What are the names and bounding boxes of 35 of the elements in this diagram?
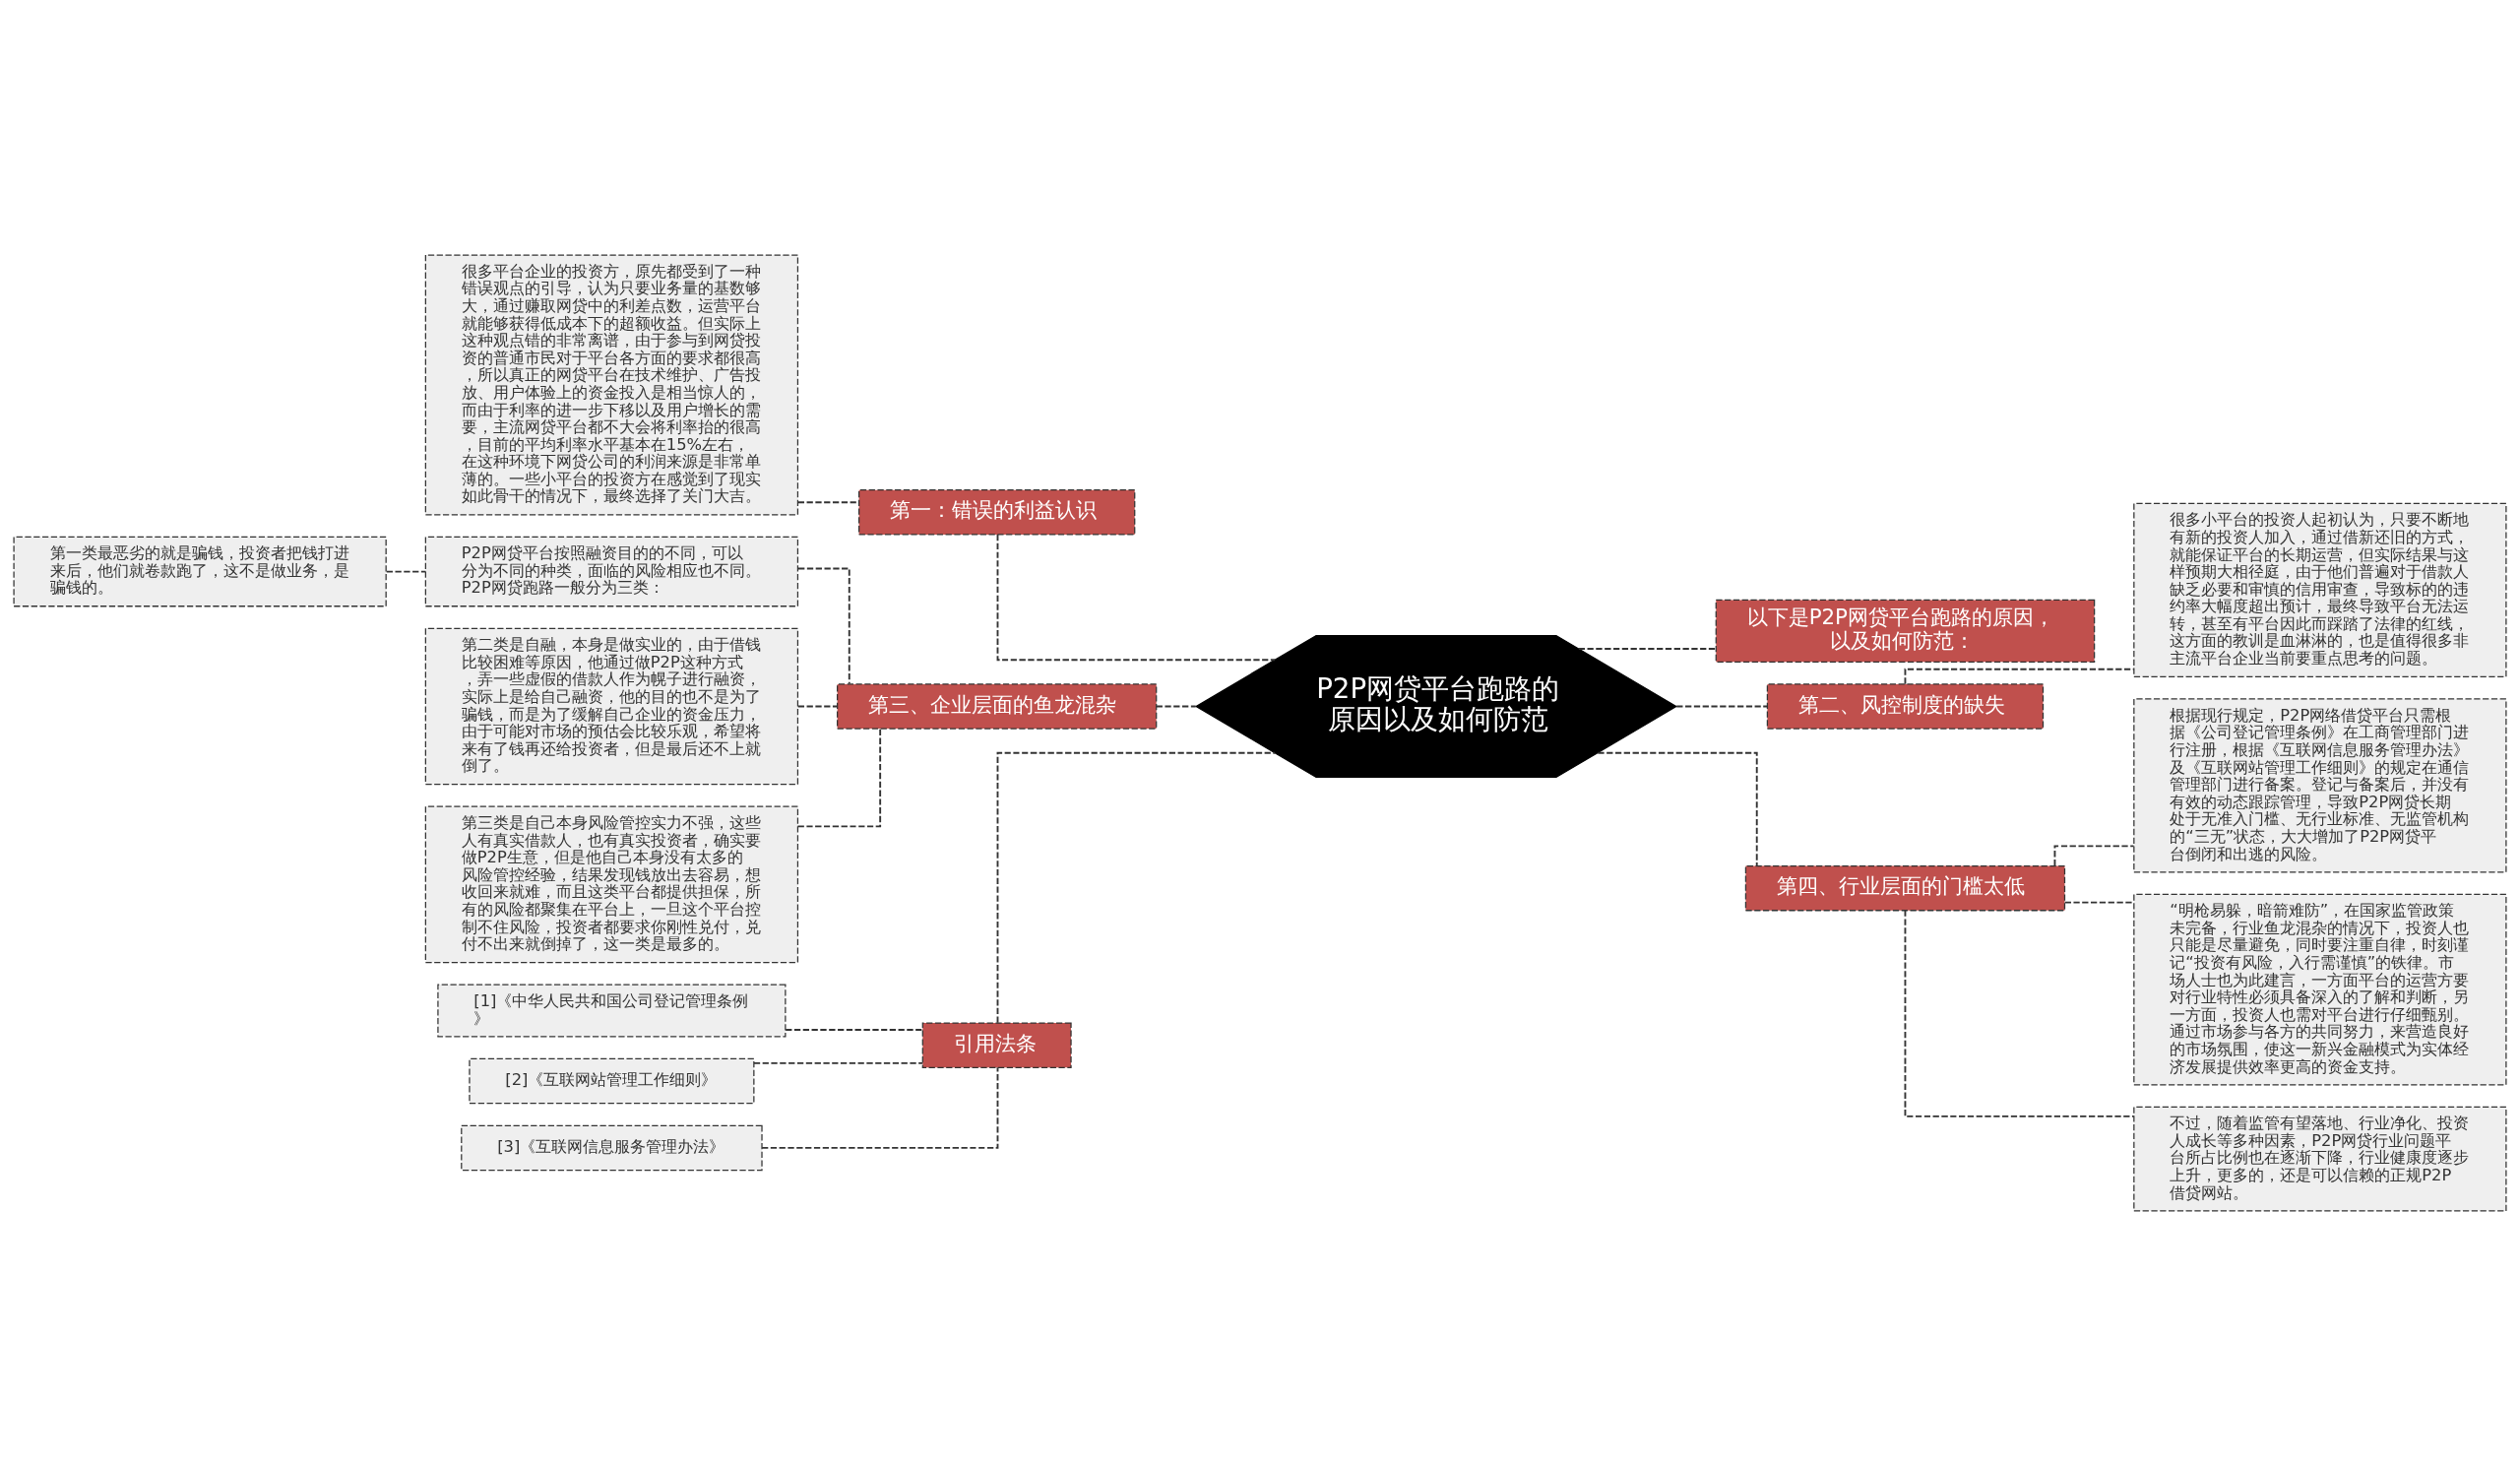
node-box: 不过，随着监管有望落地、行业净化、投资人成长等多种因素，P2P网贷行业问题平台所占比例也在逐渐下降，行业健康度逐步上升，更多的，还是可以信赖的正规P2P借贷网站。 bbox=[2133, 1106, 2507, 1212]
node-box: 以下是P2P网贷平台跑路的原因，以及如何防范： bbox=[1715, 599, 2096, 663]
connector bbox=[797, 567, 850, 684]
connector bbox=[1155, 705, 1197, 707]
connector bbox=[796, 727, 882, 827]
node-box: [3]《互联网信息服务管理办法》 bbox=[461, 1124, 763, 1171]
node-box: 根据现行规定，P2P网络借贷平台只需根据《公司登记管理条例》在工商管理部门进行注册，根据《互联网信息服务管理办法》及《互联网站管理工作细则》的规定在通信管理部门进行备案。登记与备案后，并没有有效的动态跟踪管理，导致P2P网贷长期处于无准入门槛、无行业标准、无监管机构的“三无”状态，大大增加了P2P网贷平台倒闭和出逃的风险。 bbox=[2133, 697, 2507, 872]
node-box: P2P网贷平台按照融资目的的不同，可以分为不同的种类，面临的风险相应也不同。P2P网贷跑路一般分为三类： bbox=[424, 536, 799, 606]
connector bbox=[1904, 668, 2135, 685]
connector bbox=[1597, 751, 1758, 866]
connector bbox=[785, 1028, 923, 1031]
node-box: 很多平台企业的投资方，原先都受到了一种错误观点的引导，认为只要业务量的基数够大，通过赚取网贷中的利差点数，运营平台就能够获得低成本下的超额收益。但实际上这种观点错的非常离谱，由于参与到网贷投资的普通市民对于平台各方面的要求都很高，所以真正的网贷平台在技术维护、广告投放、用户体验上的资金投入是相当惊人的，而由于利率的进一步下移以及用户增长的需要，主流网贷平台都不大会将利率抬的很高，目前的平均利率水平基本在15%左右，在这种环境下网贷公司的利润来源是非常单薄的。一些小平台的投资方在感觉到了现实如此骨干的情况下，最终选择了关门大吉。 bbox=[424, 253, 799, 515]
connector bbox=[1675, 705, 1769, 707]
connector bbox=[753, 1061, 924, 1064]
node-box: “明枪易躲，暗箭难防”，在国家监管政策未完备，行业鱼龙混杂的情况下，投资人也只能是尽量避免，同时要注重自律，时刻谨记“投资有风险，入行需谨慎”的铁律。市场人士也为此建言，一方面平台的运营方要对行业特性必须具备深入的了解和判断，另一方面，投资人也需对平台进行仔细甄别。通过市场参与各方的共同努力，来营造良好的市场氛围，使这一新兴金融模式为实体经济发展提供效率更高的资金支持。 bbox=[2133, 893, 2507, 1085]
node-box: 第三类是自己本身风险管控实力不强，这些人有真实借款人，也有真实投资者，确实要做P2P生意，但是他自己本身没有太多的风险管控经验，结果发现钱放出去容易，想收回来就难，而且这类平台都提供担保，所有的风险都聚集在平台上，一旦这个平台控制不住风险，投资者都要求你刚性兑付，兑付不出来就倒掉了，这一类是最多的。 bbox=[424, 805, 799, 963]
node-box: 第一类最恶劣的就是骗钱，投资者把钱打进来后，他们就卷款跑了，这不是做业务，是骗钱的。 bbox=[13, 536, 387, 606]
connector bbox=[385, 570, 427, 573]
node-box: [1]《中华人民共和国公司登记管理条例》 bbox=[437, 984, 787, 1037]
connector bbox=[2063, 901, 2135, 904]
node-box: 第三、企业层面的鱼龙混杂 bbox=[837, 682, 1158, 730]
node-box: 引用法条 bbox=[921, 1021, 1072, 1068]
node-box: 第二、风控制度的缺失 bbox=[1766, 682, 2045, 730]
connector bbox=[761, 1065, 999, 1149]
connector bbox=[1577, 647, 1717, 650]
connector bbox=[996, 751, 1276, 1024]
node-box: 第一：错误的利益认识 bbox=[858, 488, 1136, 536]
connector bbox=[2053, 845, 2135, 866]
connector bbox=[796, 705, 839, 707]
node-box: 很多小平台的投资人起初认为，只要不断地有新的投资人加入，通过借新还旧的方式，就能保证平台的长期运营，但实际结果与这样预期大相径庭，由于他们普遍对于借款人缺乏必要和审慎的信用审查，导致标的的违约率大幅度超出预计，最终导致平台无法运转，甚至有平台因此而踩踏了法律的红线，这方面的教训是血淋淋的，也是值得很多非主流平台企业当前要重点思考的问题。 bbox=[2133, 502, 2507, 677]
node-box: 第二类是自融，本身是做实业的，由于借钱比较困难等原因，他通过做P2P这种方式，弄一些虚假的借款人作为幌子进行融资，实际上是给自己融资，他的目的也不是为了骗钱，而是为了缓解自己企业的资金压力，由于可能对市场的预估会比较乐观，希望将来有了钱再还给投资者，但是最后还不上就倒了。 bbox=[424, 627, 799, 785]
connector bbox=[1904, 909, 2135, 1117]
node-box: 第四、行业层面的门槛太低 bbox=[1744, 864, 2066, 911]
connector bbox=[996, 533, 1276, 661]
node-box: [2]《互联网站管理工作细则》 bbox=[469, 1057, 755, 1104]
